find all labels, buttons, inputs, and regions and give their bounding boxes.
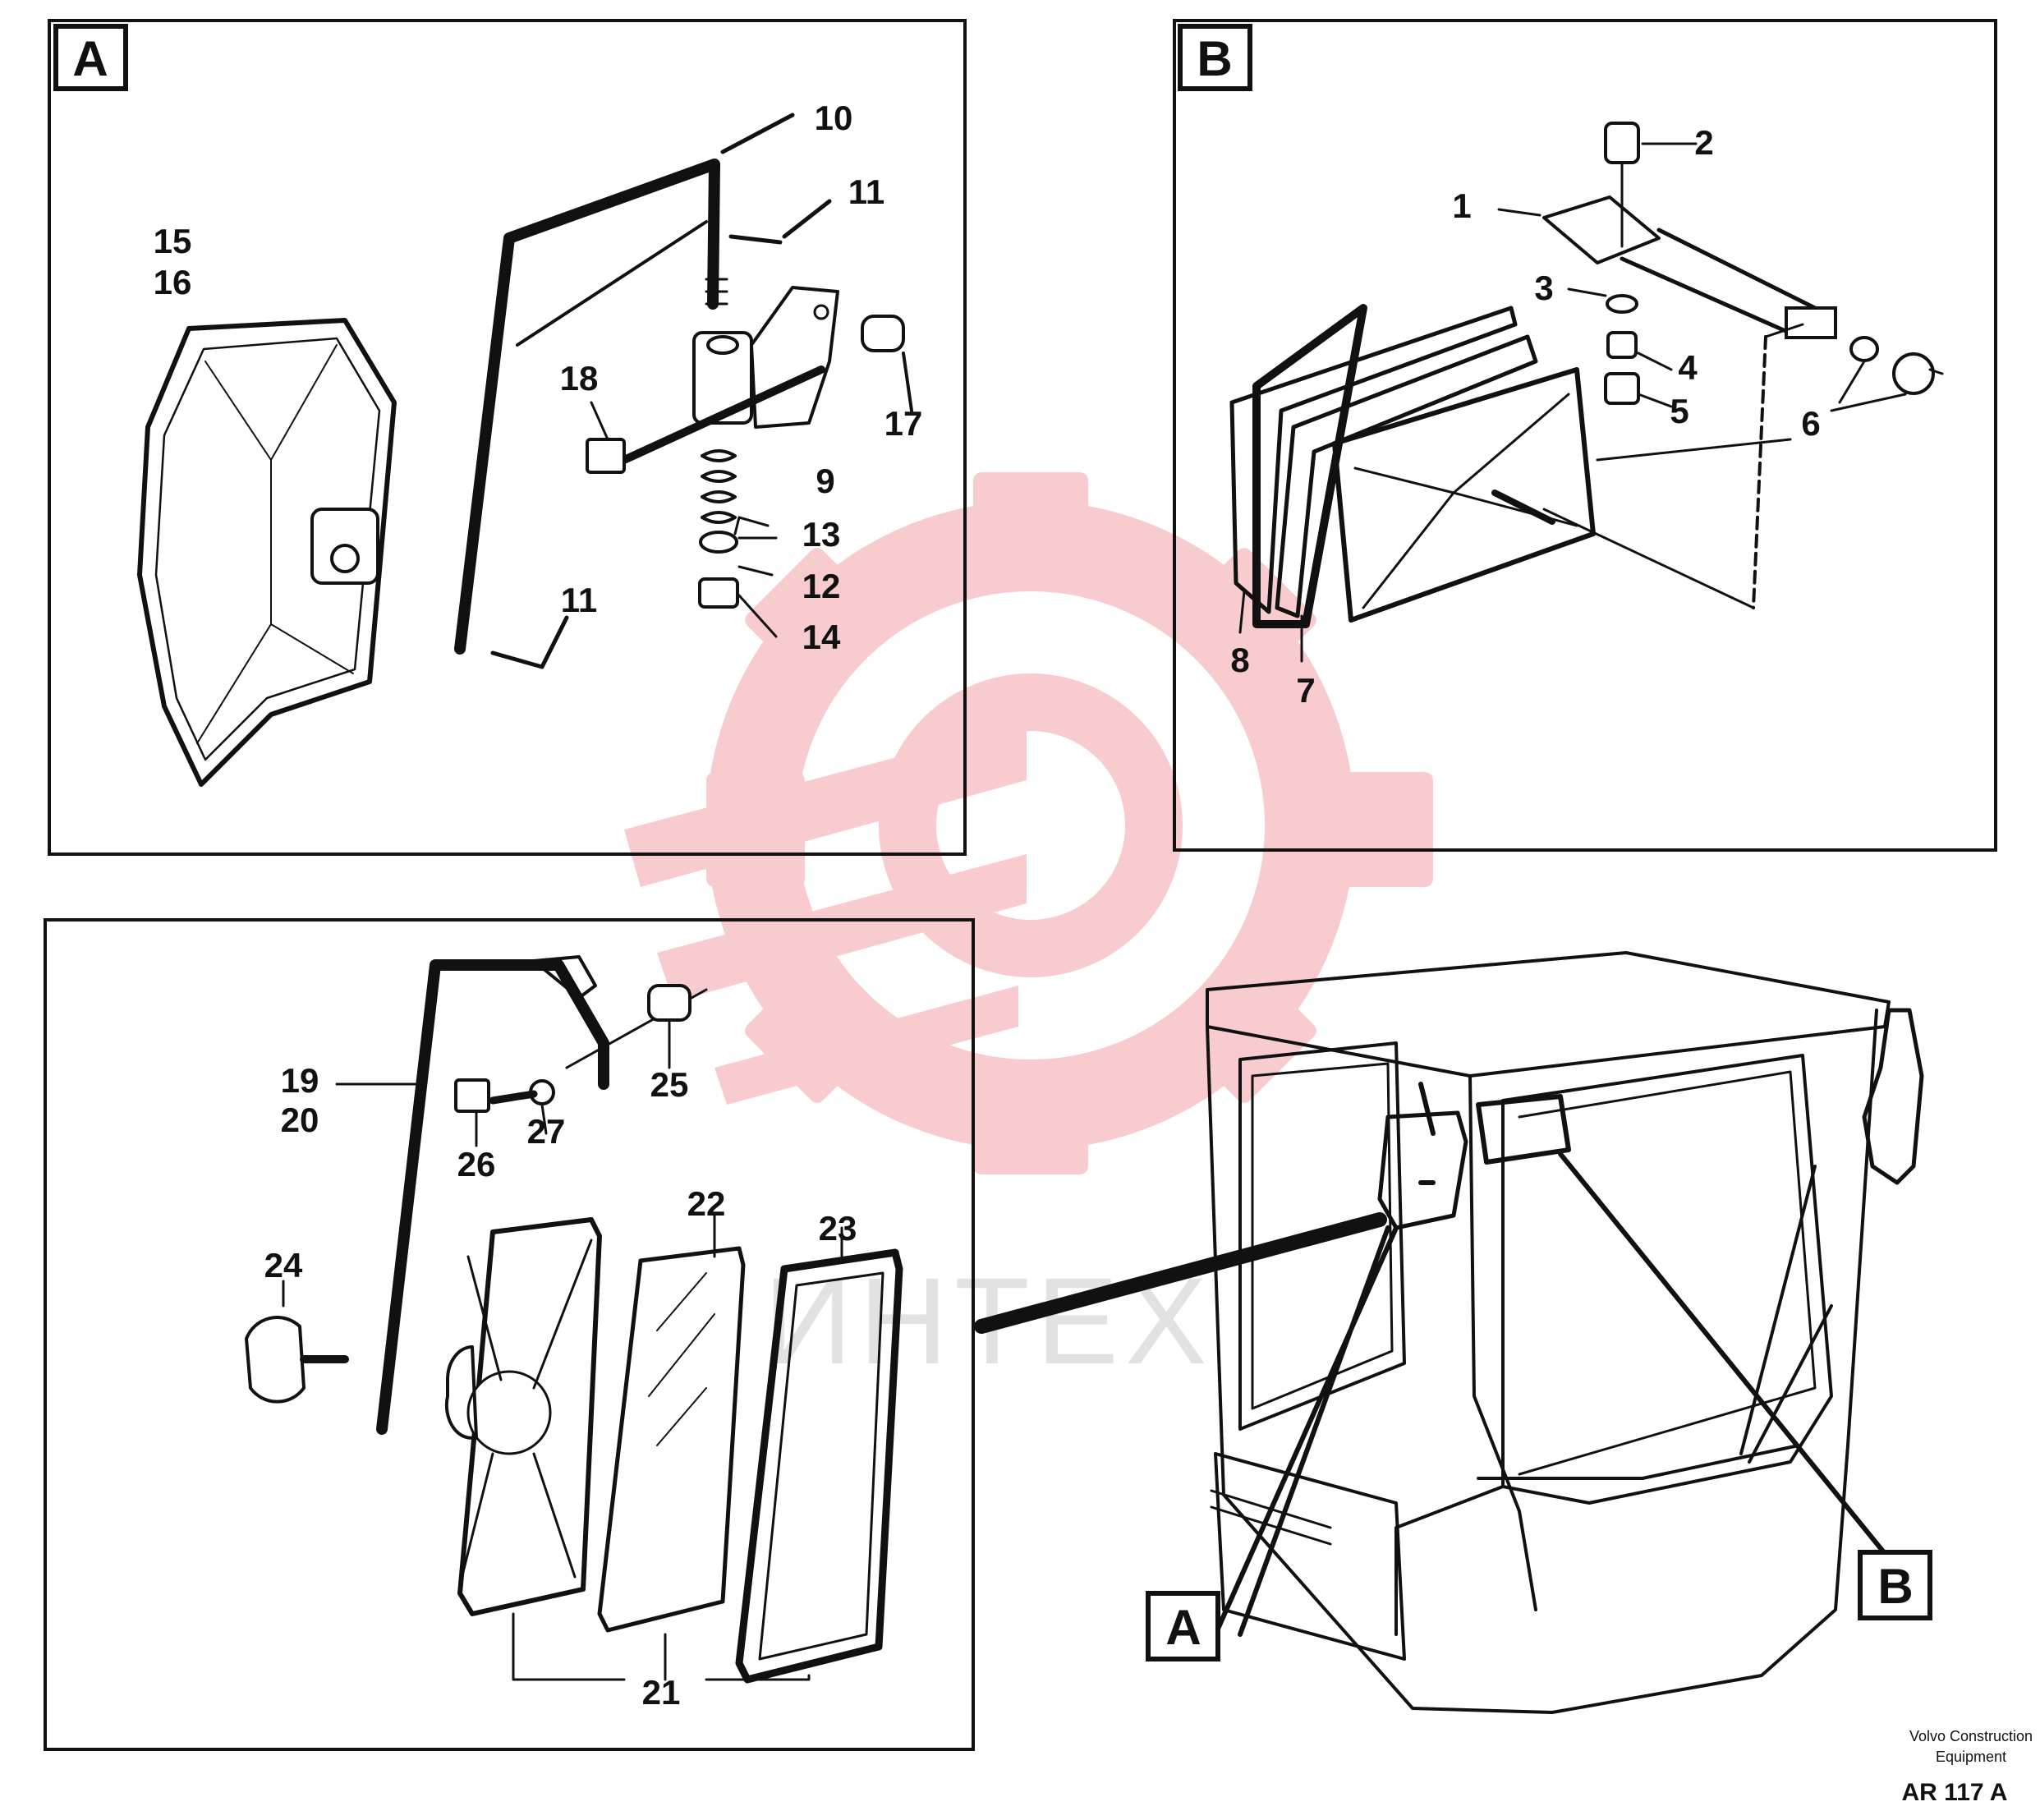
svg-text:12: 12 xyxy=(802,567,841,605)
svg-text:21: 21 xyxy=(642,1673,681,1712)
bolt-a xyxy=(620,365,825,464)
cab-tag-b: B xyxy=(1858,1550,1932,1620)
svg-text:1: 1 xyxy=(1452,186,1471,225)
knob-c xyxy=(245,1316,306,1404)
watermark-gear-logo xyxy=(624,472,1433,1174)
panel-b-tag: B xyxy=(1178,24,1252,91)
svg-text:A: A xyxy=(72,31,108,86)
mirror-arm-c xyxy=(376,959,609,1435)
svg-text:25: 25 xyxy=(650,1065,689,1104)
washer-a xyxy=(699,531,738,554)
svg-text:15: 15 xyxy=(154,222,192,260)
svg-text:6: 6 xyxy=(1801,404,1820,443)
cab-mirror-b xyxy=(1476,1094,1571,1165)
svg-text:19: 19 xyxy=(281,1061,319,1100)
spring-a xyxy=(701,449,737,524)
cab-windshield xyxy=(1501,1054,1833,1505)
svg-text:7: 7 xyxy=(1296,671,1315,710)
panel-a-frame xyxy=(48,19,967,856)
svg-text:20: 20 xyxy=(281,1101,319,1139)
svg-text:11: 11 xyxy=(561,581,597,619)
footer-drawing-code: AR 117 A xyxy=(1902,1779,2008,1806)
svg-text:4: 4 xyxy=(1678,348,1698,387)
svg-text:2: 2 xyxy=(1694,123,1713,162)
svg-text:13: 13 xyxy=(802,515,841,554)
svg-text:8: 8 xyxy=(1230,641,1249,679)
cap-b xyxy=(1604,122,1640,164)
glass-c xyxy=(597,1246,746,1633)
panel-c-labels: 19 20 25 27 26 24 22 23 21 xyxy=(264,1061,857,1712)
mirror-arm-a xyxy=(454,159,720,655)
seal-c xyxy=(735,1248,903,1684)
bushing-c xyxy=(647,984,691,1022)
seal-frame-b xyxy=(1252,304,1367,628)
svg-text:B: B xyxy=(1877,1559,1913,1614)
svg-text:18: 18 xyxy=(560,359,599,398)
svg-text:22: 22 xyxy=(687,1184,726,1223)
panel-a-tag: A xyxy=(53,24,128,91)
panel-c-drawing xyxy=(245,955,903,1684)
svg-text:14: 14 xyxy=(802,618,841,656)
gasket-b xyxy=(1275,334,1538,618)
svg-text:16: 16 xyxy=(154,263,192,301)
bracket-a xyxy=(750,286,839,429)
panel-b-drawing xyxy=(1229,122,1944,663)
cab-mirror-a xyxy=(1377,1110,1468,1230)
panel-b-frame xyxy=(1173,19,1997,852)
svg-text:3: 3 xyxy=(1534,269,1553,307)
mirror-glass-c xyxy=(457,1217,602,1616)
cab-illustration xyxy=(974,951,1924,1714)
svg-text:B: B xyxy=(1197,31,1232,86)
callout-line-a xyxy=(974,1212,1387,1334)
mirror-glass-b xyxy=(1332,367,1596,623)
plate-b xyxy=(1542,195,1661,264)
svg-text:9: 9 xyxy=(816,462,834,500)
mirror-frame-a xyxy=(137,318,397,787)
bushing-a xyxy=(861,315,905,352)
cab-side-window xyxy=(1238,1041,1406,1431)
panel-a-drawing xyxy=(137,113,913,787)
svg-text:A: A xyxy=(1165,1600,1201,1655)
svg-text:11: 11 xyxy=(848,172,884,211)
footer-maker-line2: Equipment xyxy=(1936,1749,2006,1765)
svg-text:10: 10 xyxy=(815,99,853,137)
svg-text:24: 24 xyxy=(264,1246,303,1285)
panel-a-labels: 15 16 10 11 18 9 17 13 12 14 11 xyxy=(154,99,923,656)
svg-text:17: 17 xyxy=(884,404,923,443)
cab-mirror-right xyxy=(1862,1008,1924,1185)
panel-c-frame xyxy=(44,918,975,1751)
nut-a xyxy=(698,577,739,609)
svg-text:5: 5 xyxy=(1670,392,1689,430)
cab-tag-a: A xyxy=(1146,1591,1220,1661)
svg-text:26: 26 xyxy=(457,1145,496,1183)
svg-text:23: 23 xyxy=(819,1209,857,1248)
footer-maker-line1: Volvo Construction xyxy=(1909,1728,2033,1744)
svg-text:27: 27 xyxy=(527,1112,566,1151)
panel-b-labels: 2 1 3 4 5 6 8 7 xyxy=(1230,123,1820,710)
